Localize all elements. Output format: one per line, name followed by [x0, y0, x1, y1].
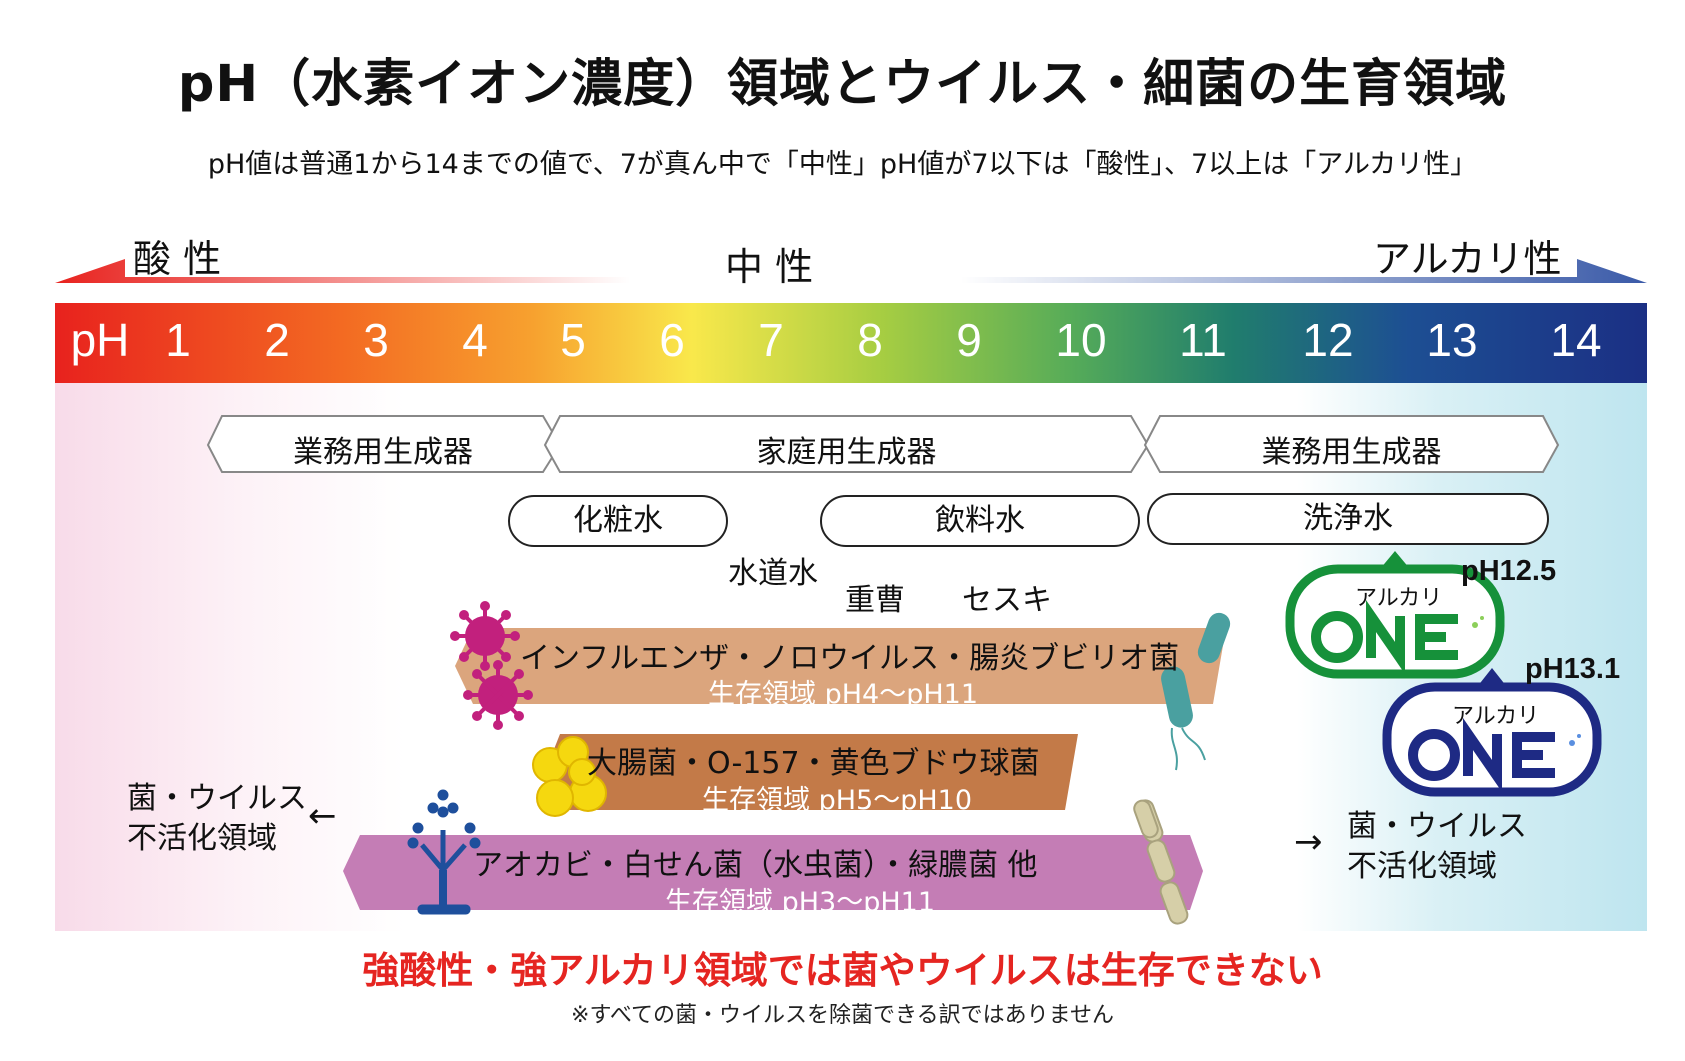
- band-fungus-shape: [343, 835, 1203, 910]
- right-inactivation-line2: 不活化領域: [1347, 849, 1497, 884]
- right-inactivation-line1: 菌・ウイルス: [1347, 809, 1527, 844]
- ph-tick-14: 14: [1550, 314, 1602, 366]
- virus-icon: [450, 601, 520, 671]
- alkali-arrow: [960, 259, 1647, 283]
- coccus-bacteria-icon: [532, 736, 607, 817]
- ph-tick-6: 6: [659, 314, 685, 366]
- subtitle: pH値は普通1から14までの値で、7が真ん中で「中性」pH値が7以下は「酸性」、…: [207, 149, 1478, 180]
- generator-band-left-shape: [206, 415, 562, 473]
- band-bacteria-shape: [545, 734, 1078, 810]
- pill-drinking-water: 飲料水: [820, 495, 1140, 547]
- left-arrow-icon: ←: [308, 796, 337, 836]
- ph-tick-11: 11: [1179, 314, 1227, 366]
- ph-bar-label: pH: [70, 314, 130, 366]
- pill-cosmetic-water: 化粧水: [508, 495, 728, 547]
- generator-band-middle-shape: [543, 415, 1150, 473]
- generator-label-household: 家庭用生成器: [756, 435, 937, 470]
- one-logo-blue: [1408, 717, 1581, 793]
- ph-tick-12: 12: [1302, 314, 1354, 366]
- ph-scale-bar: pH 1 2 3 4 5 6 7 8 9 10 11 12 13 14: [55, 303, 1647, 383]
- conclusion-text: 強酸性・強アルカリ領域では菌やウイルスは生存できない: [362, 949, 1323, 992]
- ph-tick-5: 5: [560, 314, 586, 366]
- page-title: pH（水素イオン濃度）領域とウイルス・細菌の生育領域: [177, 55, 1508, 114]
- ph-tick-10: 10: [1055, 314, 1107, 366]
- band-bacteria-range: 生存領域 pH5〜pH10: [702, 785, 972, 816]
- band-virus-range: 生存領域 pH4〜pH11: [708, 679, 978, 710]
- ph-tick-13: 13: [1426, 314, 1478, 366]
- rod-bacteria-icon: [1161, 612, 1231, 771]
- generator-label-commercial-alkali: 業務用生成器: [1261, 435, 1442, 470]
- generator-band-right-shape: [1143, 415, 1560, 473]
- band-bacteria-title: 大腸菌・O-157・黄色ブドウ球菌: [587, 746, 1040, 781]
- left-inactivation-line1: 菌・ウイルス: [127, 781, 307, 816]
- generator-label-commercial-acid: 業務用生成器: [293, 435, 473, 470]
- tap-water-label: 水道水: [728, 556, 818, 591]
- band-virus-title: インフルエンザ・ノロウイルス・腸炎ブビリオ菌: [520, 641, 1180, 676]
- virus-icon: [463, 660, 533, 730]
- pill-cleaning-water: 洗浄水: [1147, 493, 1549, 545]
- band-virus-shape: [455, 628, 1226, 704]
- ph-tick-2: 2: [264, 314, 290, 366]
- disclaimer-note: ※すべての菌・ウイルスを除菌できる訳ではありません: [571, 1003, 1114, 1028]
- product2-label: アルカリ: [1452, 704, 1540, 729]
- ph-tick-7: 7: [758, 314, 784, 366]
- product2-ph: pH13.1: [1525, 653, 1621, 685]
- mold-icon: [407, 789, 481, 915]
- scale-header-arrows: [55, 259, 1647, 283]
- one-logo-green: [1311, 599, 1484, 675]
- ph-tick-3: 3: [363, 314, 389, 366]
- product1-label: アルカリ: [1355, 586, 1443, 611]
- filament-fungus-icon: [1133, 799, 1189, 925]
- left-inactivation-line2: 不活化領域: [127, 821, 277, 856]
- ph-tick-8: 8: [857, 314, 883, 366]
- ph-tick-4: 4: [462, 314, 488, 366]
- right-arrow-icon: →: [1294, 822, 1323, 862]
- ph-tick-1: 1: [165, 314, 191, 366]
- neutral-label: 中 性: [725, 245, 814, 289]
- baking-soda-label: 重曹: [845, 583, 905, 618]
- product1-ph: pH12.5: [1461, 555, 1557, 587]
- sesquicarbonate-label: セスキ: [962, 583, 1052, 618]
- band-fungus-title: アオカビ・白せん菌（水虫菌）・緑膿菌 他: [473, 848, 1038, 883]
- band-fungus-range: 生存領域 pH3〜pH11: [665, 887, 935, 918]
- acid-label: 酸 性: [133, 237, 222, 281]
- acid-arrow: [55, 259, 630, 283]
- alkali-label: アルカリ性: [1373, 237, 1562, 281]
- ph-tick-9: 9: [956, 314, 982, 366]
